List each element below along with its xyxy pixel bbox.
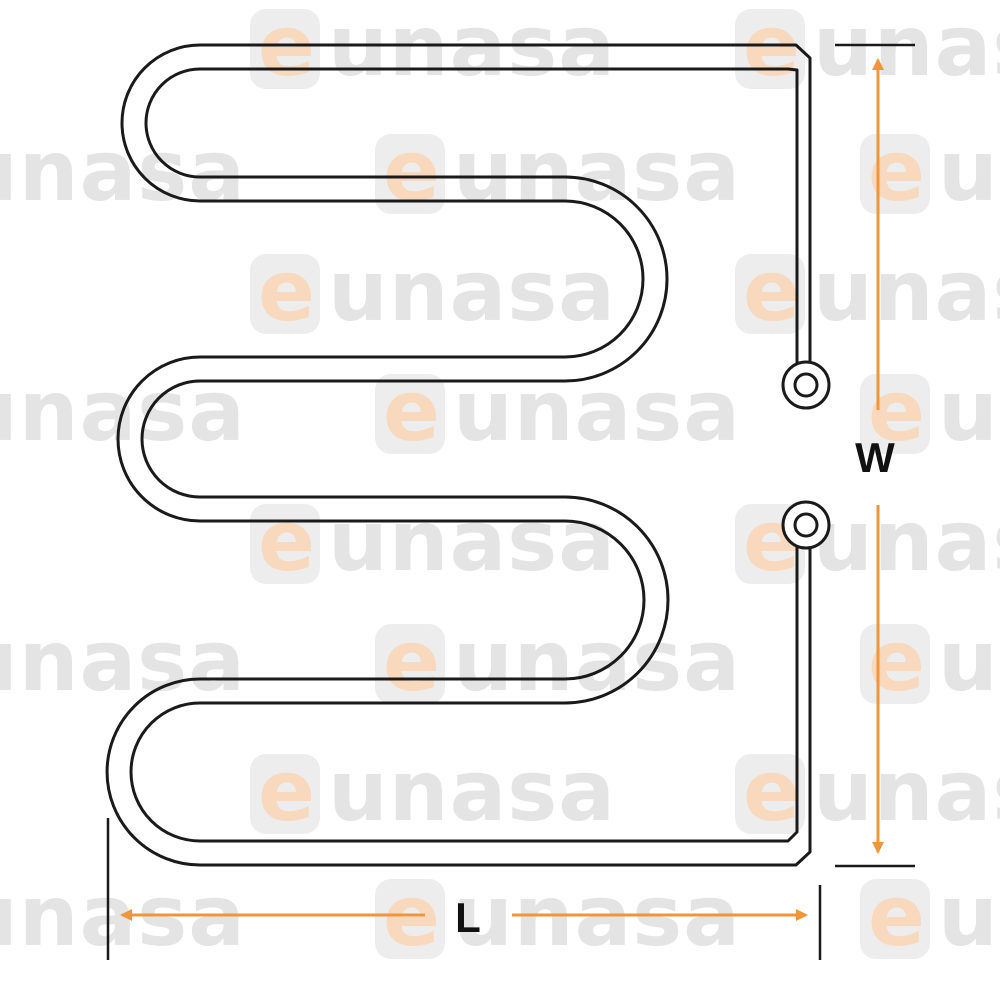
watermark-text: unasa [453, 362, 741, 460]
watermark-e-letter: e [743, 742, 800, 840]
watermark-e-badge [250, 754, 320, 834]
watermark-text: unasa [813, 242, 1000, 340]
width-label: W [855, 434, 895, 481]
watermark-e-letter: e [258, 492, 315, 590]
extension-lines [106, 43, 915, 960]
watermark-e-badge [375, 374, 445, 454]
watermark-text: unasa [0, 742, 6, 840]
watermark-e-letter: e [258, 242, 315, 340]
watermark-e-badge [375, 879, 445, 959]
watermark-e-letter: e [743, 242, 800, 340]
watermark-text: unasa [0, 612, 246, 710]
watermark-text: unasa [328, 242, 616, 340]
watermark-text: unasa [0, 492, 6, 590]
watermark-text: unasa [938, 122, 1000, 220]
watermark-e-letter: e [383, 122, 440, 220]
element-outer-contour [105, 43, 812, 867]
watermark-e-badge [735, 754, 805, 834]
heating-element [105, 43, 812, 867]
watermark-text: unasa [328, 492, 616, 590]
watermark-text: unasa [453, 612, 741, 710]
watermark-text: unasa [813, 492, 1000, 590]
watermark-text: unasa [938, 612, 1000, 710]
length-label: L [455, 894, 481, 941]
watermark-text: unasa [813, 0, 1000, 95]
element-inner-contour [129, 67, 799, 843]
watermark-e-badge [735, 254, 805, 334]
watermark-e-letter: e [868, 867, 925, 965]
terminal-top [781, 360, 831, 410]
watermark-e-letter: e [258, 0, 315, 95]
watermark-e-badge [860, 879, 930, 959]
watermark-text: unasa [328, 742, 616, 840]
watermark-e-badge [375, 134, 445, 214]
watermark-e-letter: e [383, 612, 440, 710]
watermark-text: unasa [0, 242, 6, 340]
terminal-bottom [781, 500, 831, 550]
watermark-text: unasa [453, 122, 741, 220]
watermark-text: unasa [938, 362, 1000, 460]
watermark-text: unasa [0, 0, 6, 95]
watermark-text: unasa [938, 867, 1000, 965]
watermark-e-badge [250, 254, 320, 334]
watermark-e-letter: e [258, 742, 315, 840]
watermark-e-letter: e [743, 0, 800, 95]
watermark-text: unasa [328, 0, 616, 95]
watermark-text: unasa [813, 742, 1000, 840]
watermark-e-letter: e [383, 362, 440, 460]
watermark-e-badge [250, 504, 320, 584]
watermark-e-badge [375, 624, 445, 704]
